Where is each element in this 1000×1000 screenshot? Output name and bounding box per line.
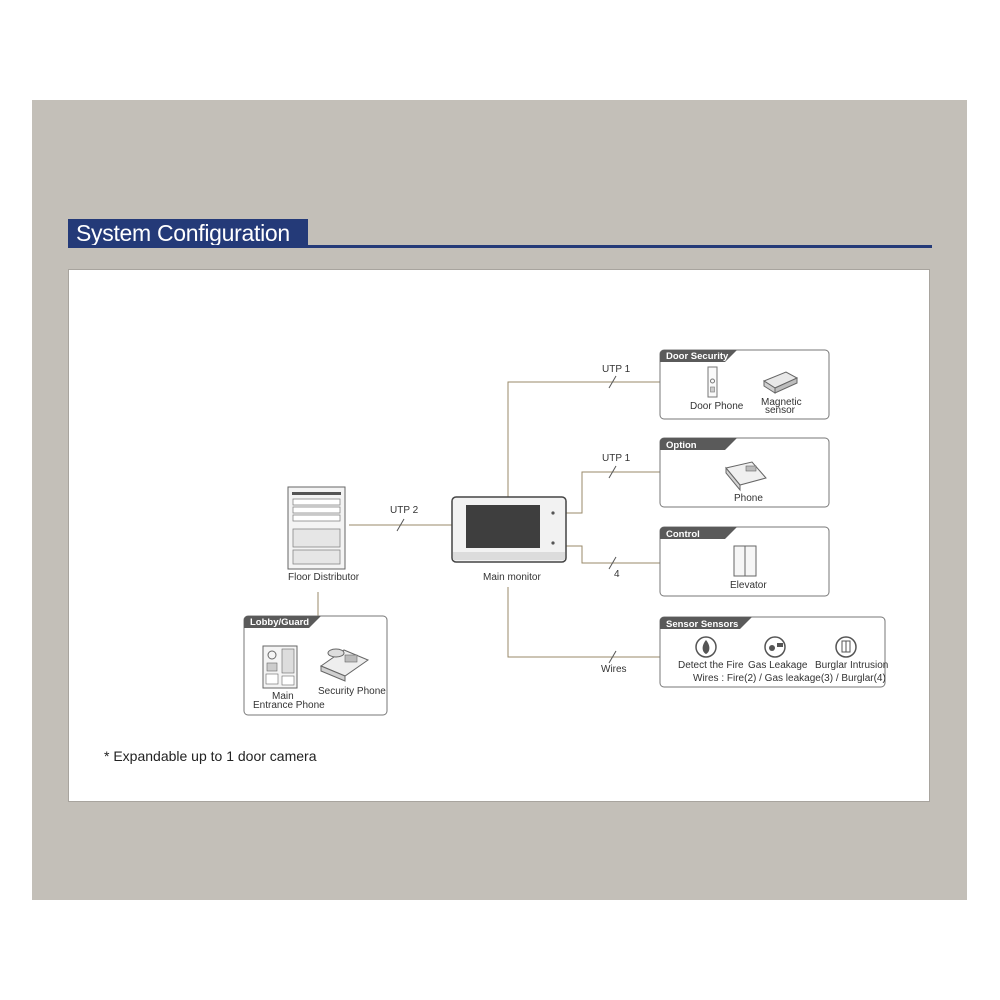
door-security-box: Door Security Door Phone Magnetic sensor [659, 349, 830, 420]
security-phone-icon [319, 648, 370, 682]
magnetic-sensor-icon [762, 371, 799, 394]
wire-lines [317, 381, 660, 658]
title-underline [68, 245, 932, 248]
page-title: System Configuration [68, 219, 308, 247]
main-monitor-icon [451, 496, 567, 563]
lobby-guard-header: Lobby/Guard [250, 617, 309, 628]
control-header: Control [666, 529, 700, 540]
main-entrance-label-line1: Main [272, 691, 294, 702]
elevator-icon [733, 545, 757, 577]
control-wire-count: 4 [614, 569, 620, 580]
utp2-label: UTP 2 [390, 505, 419, 516]
sensors-header: Sensor Sensors [666, 619, 738, 630]
fire-label: Detect the Fire [678, 660, 744, 671]
control-box: Control Elevator [659, 526, 830, 597]
footnote: * Expandable up to 1 door camera [104, 748, 317, 764]
magnetic-label-line1: Magnetic [761, 397, 802, 408]
main-monitor-label: Main monitor [483, 572, 541, 583]
gas-label: Gas Leakage [748, 660, 808, 671]
burglar-label: Burglar Intrusion [815, 660, 888, 671]
option-box: Option Phone [659, 437, 830, 508]
wires-label: Wires [601, 664, 627, 675]
elevator-label: Elevator [730, 580, 767, 591]
phone-label: Phone [734, 493, 763, 504]
utp1-option-label: UTP 1 [602, 453, 631, 464]
burglar-sensor-icon [835, 636, 857, 658]
sensors-box: Sensor Sensors Detect the Fire Gas Leaka… [659, 616, 888, 688]
phone-icon [725, 461, 767, 492]
lobby-guard-box: Lobby/Guard Main Entrance Phone Security… [243, 615, 388, 716]
wire-count-marks [396, 375, 617, 664]
gas-sensor-icon [764, 636, 786, 658]
door-security-header: Door Security [666, 351, 729, 362]
floor-distributor-icon [287, 486, 346, 570]
option-header: Option [666, 440, 697, 451]
door-phone-icon [707, 366, 718, 398]
sensor-wires-note: Wires : Fire(2) / Gas leakage(3) / Burgl… [693, 673, 886, 684]
main-entrance-phone-icon [262, 645, 298, 689]
fire-sensor-icon [695, 636, 717, 658]
door-phone-label: Door Phone [690, 401, 744, 412]
main-entrance-label-line2: Entrance Phone [253, 700, 325, 711]
magnetic-label-line2: sensor [765, 405, 796, 416]
utp1-door-label: UTP 1 [602, 364, 631, 375]
floor-distributor-label: Floor Distributor [288, 572, 360, 583]
security-phone-label: Security Phone [318, 686, 386, 697]
